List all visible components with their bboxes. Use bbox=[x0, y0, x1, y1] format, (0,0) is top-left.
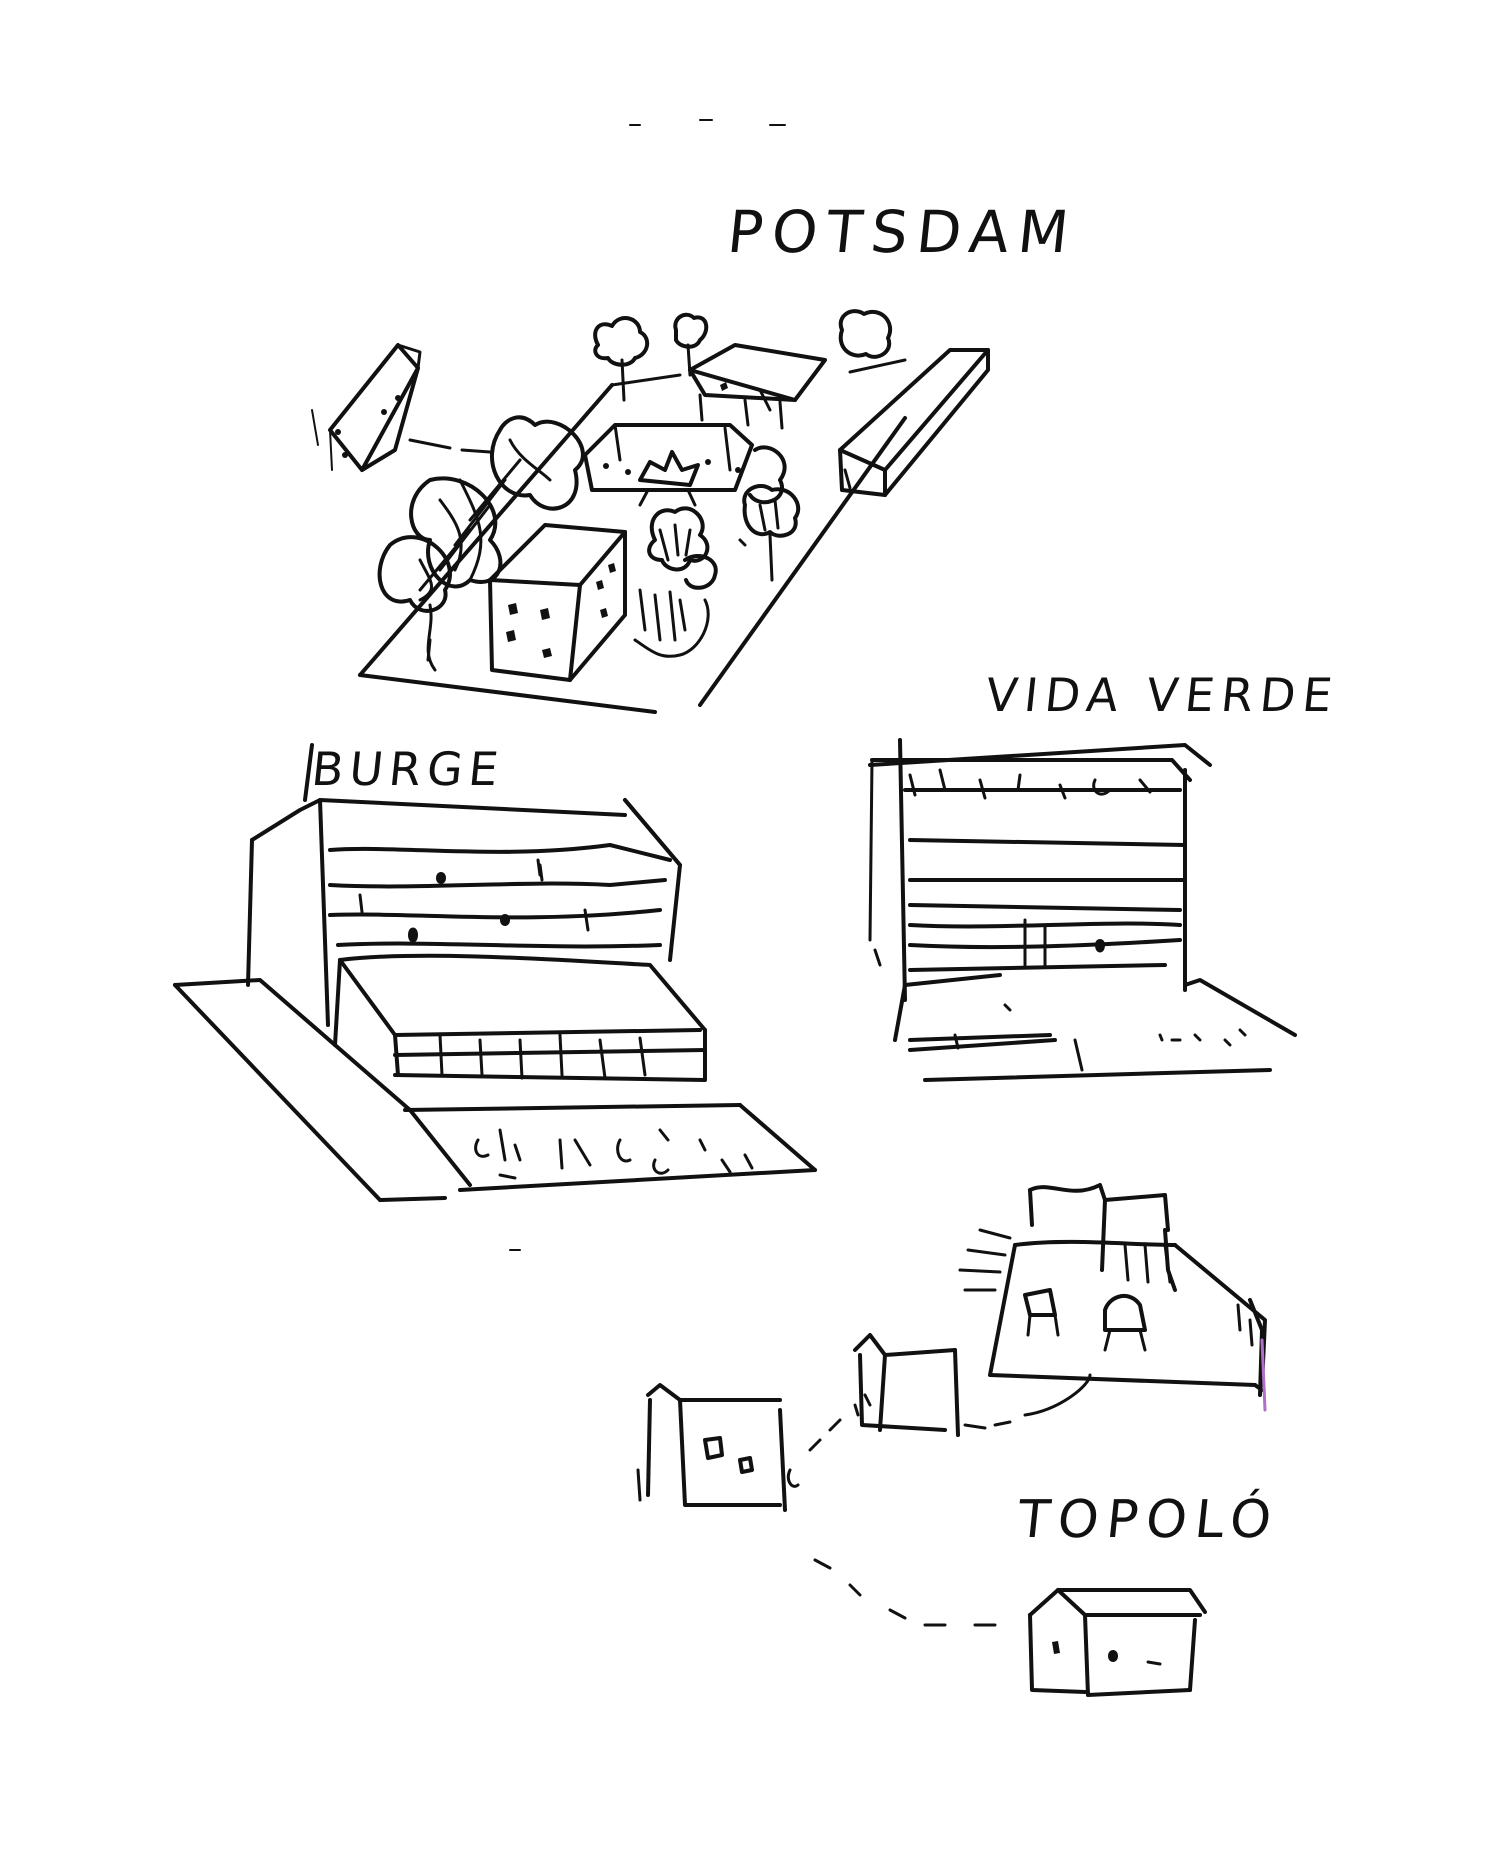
topolo-path-mid bbox=[808, 1418, 842, 1452]
potsdam-left-house bbox=[311, 343, 422, 472]
potsdam-front-shrubs bbox=[426, 588, 710, 662]
potsdam-long-bar bbox=[838, 348, 990, 497]
stray-marks bbox=[509, 119, 786, 1251]
topolo-sketch bbox=[636, 1183, 1267, 1697]
potsdam-dashed-path bbox=[408, 438, 492, 454]
potsdam-sketch bbox=[311, 309, 990, 714]
topolo-bottom-house bbox=[1028, 1588, 1207, 1697]
potsdam-center-building bbox=[583, 423, 787, 507]
label-potsdam: POTSDAM bbox=[724, 198, 1081, 266]
topolo-lower-left-house bbox=[636, 1383, 800, 1512]
topolo-middle-house bbox=[853, 1333, 960, 1437]
vida-verde-sketch bbox=[868, 738, 1297, 1082]
potsdam-pavilion bbox=[688, 343, 827, 430]
potsdam-center-trees bbox=[647, 484, 801, 590]
potsdam-back-trees bbox=[593, 309, 892, 402]
label-burge: BURGE bbox=[309, 742, 507, 796]
topolo-path-lower bbox=[813, 1558, 997, 1627]
potsdam-cube-building bbox=[488, 523, 627, 682]
topolo-plaza bbox=[958, 1183, 1267, 1412]
topolo-path-upper bbox=[963, 1373, 1092, 1430]
label-vida-verde: VIDA VERDE bbox=[983, 668, 1342, 722]
label-topolo: TOPOLÓ bbox=[1014, 1490, 1283, 1550]
burge-sketch bbox=[173, 743, 817, 1202]
burge-label-tick bbox=[303, 743, 314, 802]
topolo-accent-stroke bbox=[1260, 1338, 1267, 1412]
potsdam-tree-cluster bbox=[377, 415, 585, 672]
